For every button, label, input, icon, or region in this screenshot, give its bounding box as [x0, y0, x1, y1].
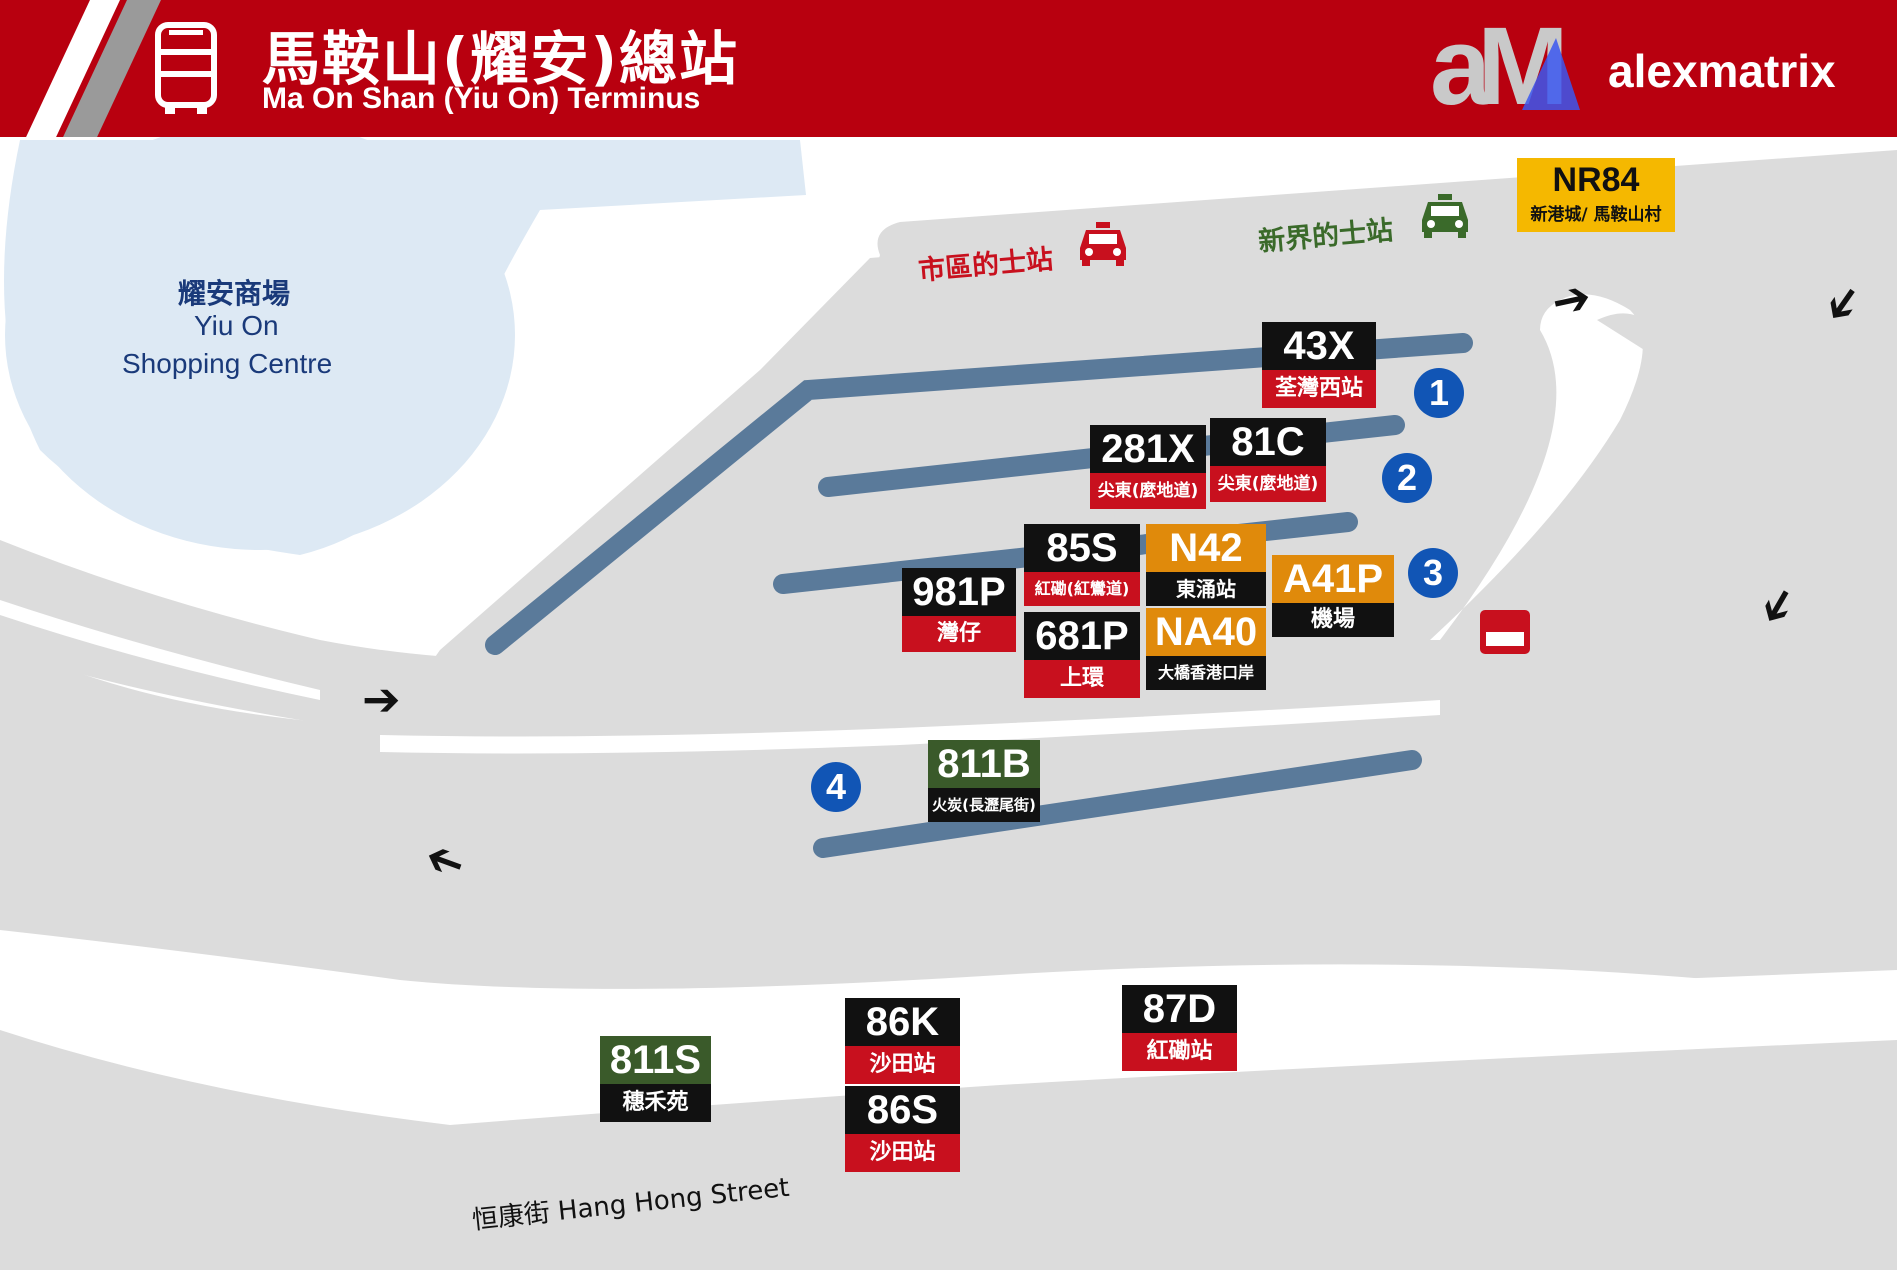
- route-destination: 荃灣西站: [1262, 370, 1376, 408]
- route-number: 86S: [845, 1086, 960, 1134]
- route-681p[interactable]: 681P 上環: [1024, 612, 1140, 698]
- route-81c[interactable]: 81C 尖東(麼地道): [1210, 418, 1326, 502]
- route-number: 43X: [1262, 322, 1376, 370]
- route-na40[interactable]: NA40 大橋香港口岸: [1146, 608, 1266, 690]
- route-number: 86K: [845, 998, 960, 1046]
- route-destination: 火炭(長瀝尾街): [928, 788, 1040, 822]
- mall-label-zh: 耀安商場: [178, 277, 291, 310]
- mall-label-en-1: Yiu On: [194, 310, 279, 341]
- route-destination: 穗禾苑: [600, 1084, 711, 1122]
- route-811b[interactable]: 811B 火炭(長瀝尾街): [928, 740, 1040, 822]
- route-destination: 尖東(麼地道): [1210, 466, 1326, 502]
- route-n42[interactable]: N42 東涌站: [1146, 524, 1266, 606]
- page-title-chinese: 馬鞍山(耀安)總站: [262, 25, 740, 93]
- platform-4: [813, 750, 1422, 858]
- route-87d[interactable]: 87D 紅磡站: [1122, 985, 1237, 1071]
- route-number: 81C: [1210, 418, 1326, 466]
- route-destination: 東涌站: [1146, 572, 1266, 606]
- route-811s[interactable]: 811S 穗禾苑: [600, 1036, 711, 1122]
- platform-1: [485, 333, 1473, 655]
- route-85s[interactable]: 85S 紅磡(紅鸞道): [1024, 524, 1140, 606]
- route-number: 85S: [1024, 524, 1140, 572]
- route-destination: 尖東(麼地道): [1090, 473, 1206, 509]
- route-destination: 機場: [1272, 603, 1394, 637]
- route-number: 981P: [902, 568, 1016, 616]
- double-decker-bus-icon: [155, 22, 217, 114]
- route-destination: 上環: [1024, 660, 1140, 698]
- bay-number-1: 1: [1414, 368, 1464, 418]
- route-number: N42: [1146, 524, 1266, 572]
- route-a41p[interactable]: A41P 機場: [1272, 555, 1394, 637]
- minibus-stop-sign-icon: [1480, 610, 1530, 654]
- route-981p[interactable]: 981P 灣仔: [902, 568, 1016, 652]
- bay-number-3: 3: [1408, 548, 1458, 598]
- route-destination: 新港城/ 馬鞍山村: [1530, 205, 1662, 225]
- green-taxi-icon: [1422, 194, 1468, 238]
- brand-logo: aM: [1430, 26, 1580, 116]
- route-86k[interactable]: 86K 沙田站: [845, 998, 960, 1084]
- header-bar: 馬鞍山(耀安)總站 Ma On Shan (Yiu On) Terminus a…: [0, 0, 1897, 137]
- bay-number-4: 4: [811, 762, 861, 812]
- bay-number-2: 2: [1382, 453, 1432, 503]
- route-43x[interactable]: 43X 荃灣西站: [1262, 322, 1376, 408]
- mall-label-en-2: Shopping Centre: [122, 348, 333, 379]
- red-taxi-icon: [1080, 222, 1126, 266]
- route-number: NR84: [1552, 161, 1640, 199]
- route-destination: 大橋香港口岸: [1146, 656, 1266, 690]
- brand-name: alexmatrix: [1608, 45, 1836, 97]
- route-destination: 灣仔: [902, 616, 1016, 652]
- loop-island: [1430, 294, 1643, 640]
- route-number: 87D: [1122, 985, 1237, 1033]
- route-destination: 沙田站: [845, 1046, 960, 1084]
- route-86s[interactable]: 86S 沙田站: [845, 1086, 960, 1172]
- route-number: NA40: [1146, 608, 1266, 656]
- route-number: 811S: [600, 1036, 711, 1084]
- direction-arrow-icon: ➔: [362, 672, 401, 726]
- route-number: A41P: [1272, 555, 1394, 603]
- route-number: 811B: [928, 740, 1040, 788]
- shopping-centre-circle: [5, 120, 515, 550]
- route-destination: 沙田站: [845, 1134, 960, 1172]
- route-number: 681P: [1024, 612, 1140, 660]
- route-nr84[interactable]: NR84 新港城/ 馬鞍山村: [1517, 158, 1675, 232]
- route-281x[interactable]: 281X 尖東(麼地道): [1090, 425, 1206, 509]
- route-destination: 紅磡(紅鸞道): [1024, 572, 1140, 606]
- page-title-english: Ma On Shan (Yiu On) Terminus: [262, 82, 701, 115]
- route-destination: 紅磡站: [1122, 1033, 1237, 1071]
- route-number: 281X: [1090, 425, 1206, 473]
